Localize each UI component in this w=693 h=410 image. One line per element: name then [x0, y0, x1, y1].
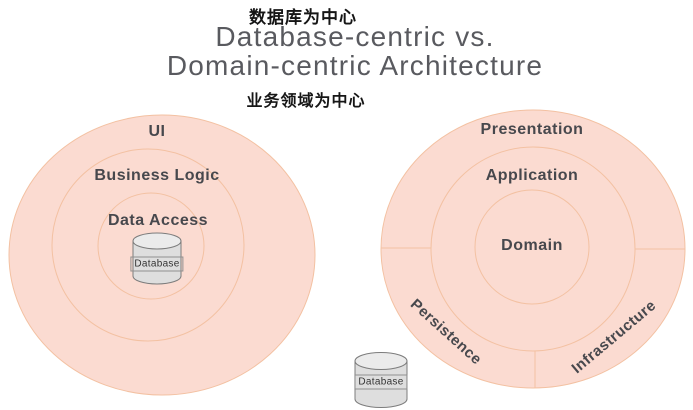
- layer-label-application: Application: [485, 167, 579, 184]
- annotation-domain-centric-cn: 业务领域为中心: [246, 93, 366, 110]
- right-inner-ring: [474, 189, 590, 305]
- layer-label-ui: UI: [148, 123, 166, 140]
- page-title-line2: Domain-centric Architecture: [166, 50, 544, 81]
- database-label-left: Database: [130, 256, 184, 272]
- annotation-database-centric-cn: 数据库为中心: [249, 8, 357, 27]
- cylinder-top: [132, 232, 182, 250]
- database-label-right: Database: [354, 374, 408, 390]
- layer-label-presentation: Presentation: [480, 121, 584, 138]
- layer-label-business-logic: Business Logic: [94, 167, 220, 184]
- domain-centric-rings: [380, 109, 686, 389]
- page-title: Database-centric vs. Domain-centric Arch…: [167, 22, 543, 80]
- database-cylinder-icon-left: [132, 232, 182, 285]
- left-middle-ring: [51, 148, 245, 342]
- cylinder-body: [132, 241, 182, 285]
- database-cylinder-icon-right: [354, 352, 408, 408]
- left-inner-ring: [97, 192, 205, 300]
- cylinder-top: [354, 352, 408, 370]
- cylinder-body: [354, 361, 408, 408]
- page-title-line1: Database-centric vs.: [215, 21, 495, 52]
- layer-label-data-access: Data Access: [107, 212, 209, 229]
- layer-label-domain: Domain: [501, 237, 563, 254]
